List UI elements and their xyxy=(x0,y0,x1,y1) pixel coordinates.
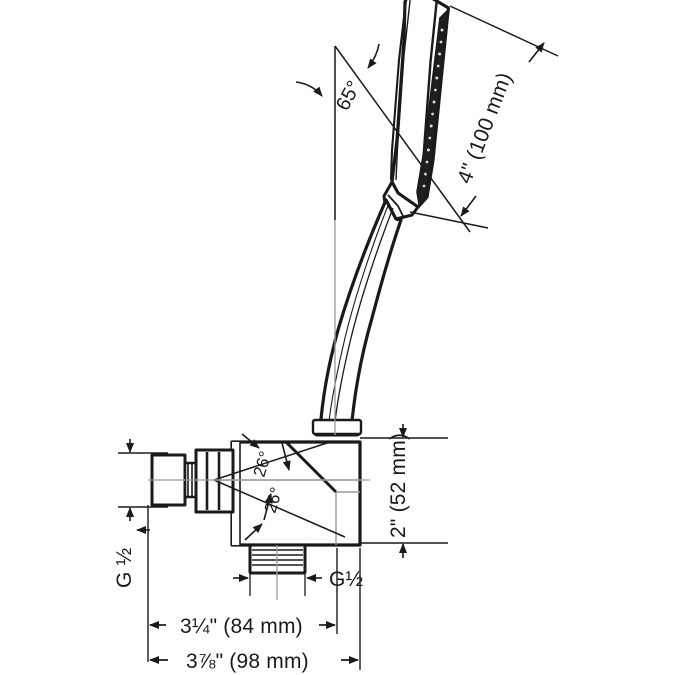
swivel-ray-lower xyxy=(213,479,346,538)
angle-reference-inclined xyxy=(334,45,471,233)
head-edge-highlight-outer xyxy=(389,0,408,181)
angle-leader-left xyxy=(295,81,323,97)
swivel-ray-upper xyxy=(213,441,331,481)
head-nose-crease xyxy=(387,194,404,217)
head-length-ext-bottom xyxy=(409,211,489,229)
dimension-depth-inner: 3¼" (84 mm) xyxy=(147,505,338,662)
handshower-head xyxy=(382,0,451,221)
inlet-swivel-connector xyxy=(150,448,235,514)
bracket-handle-seat xyxy=(311,418,363,436)
depth-inner-label: 3¼" (84 mm) xyxy=(180,615,303,638)
bracket-main-block xyxy=(230,440,362,547)
swivel-leader-lower xyxy=(244,523,263,541)
angle-leader-right xyxy=(367,43,380,69)
head-edge-highlight-inner xyxy=(395,0,411,181)
swivel-leader-upper xyxy=(241,433,260,449)
inlet-barrel-ribs xyxy=(205,452,221,510)
head-length-arrow-top xyxy=(528,42,545,63)
spray-nozzle-texture xyxy=(422,28,444,188)
bracket-bevel-upper xyxy=(284,440,338,494)
inlet-thread-label: G ½ xyxy=(113,548,136,588)
dimension-depth-outer: 3⅞" (98 mm) xyxy=(149,548,361,673)
handle-inner-contour xyxy=(333,207,394,433)
outlet-thread-label: G½ xyxy=(329,568,363,591)
depth-outer-label: 3⅞" (98 mm) xyxy=(186,650,309,673)
spray-face-strip xyxy=(416,7,449,206)
swivel-leader-middle-up xyxy=(263,493,273,521)
swivel-leader-middle-down xyxy=(281,442,291,471)
callout-inlet-thread: G ½ xyxy=(113,439,168,588)
head-length-arrow-bottom xyxy=(460,195,477,217)
dimension-body-height: 2" (52 mm) xyxy=(360,424,448,558)
handle-inner-contour-2 xyxy=(327,202,390,433)
body-height-label: 2" (52 mm) xyxy=(387,433,410,538)
